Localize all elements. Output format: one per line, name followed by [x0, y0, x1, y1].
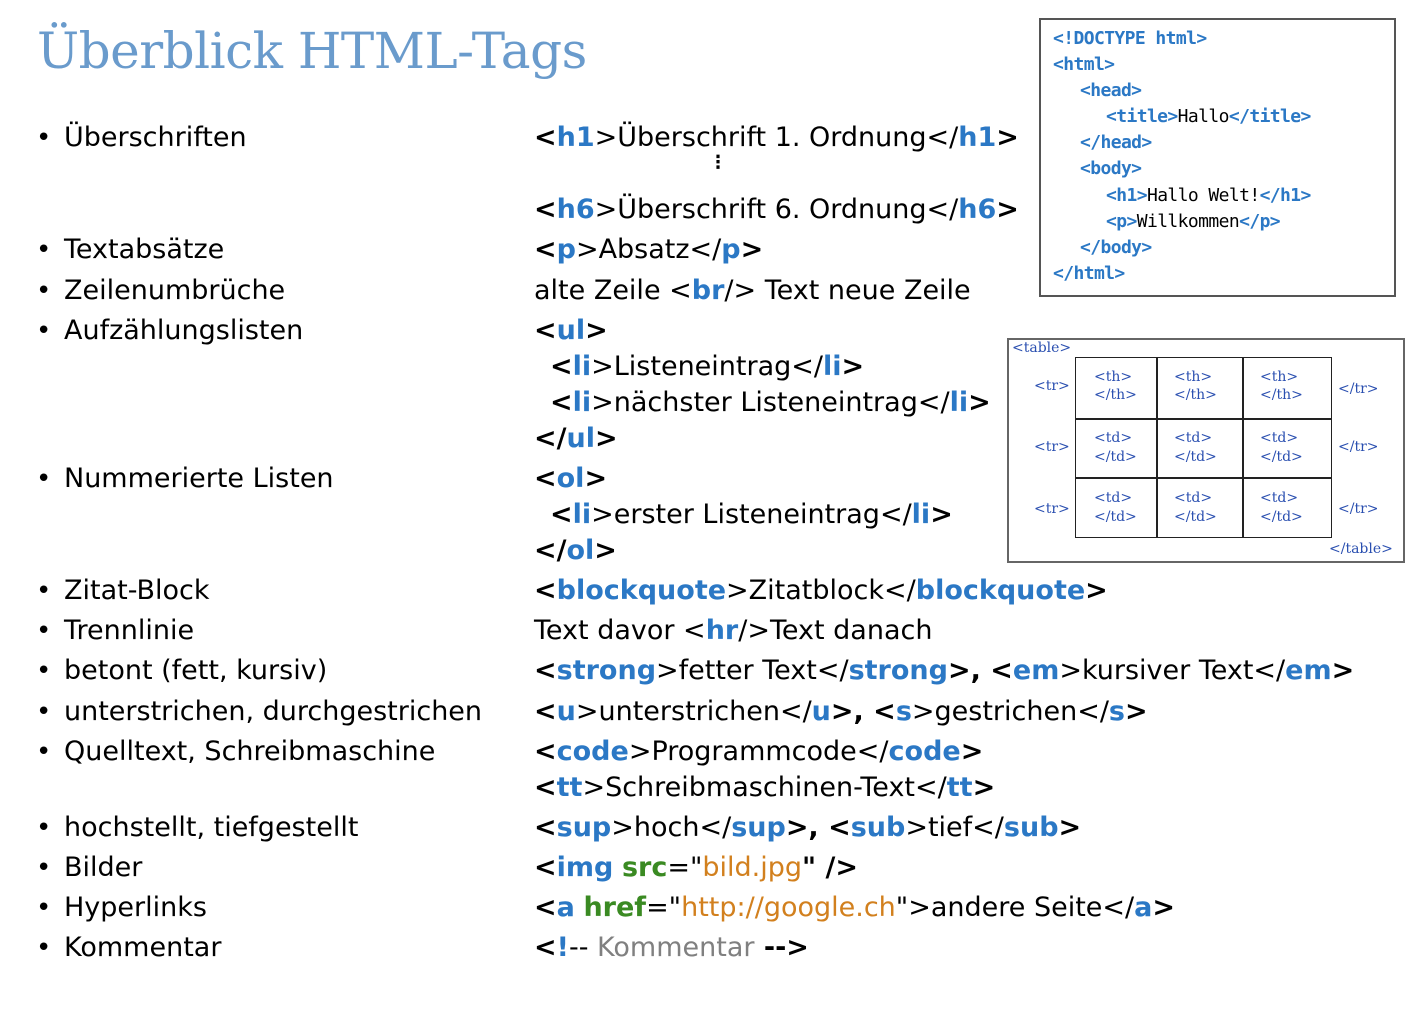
bullet: •	[36, 123, 52, 153]
bullet: •	[36, 235, 52, 265]
label-emphasis: betont (fett, kursiv)	[64, 655, 328, 686]
th-close-label: </th>	[1260, 387, 1303, 403]
label-paragraphs: Textabsätze	[64, 234, 225, 265]
td-open-label: <td>	[1260, 490, 1299, 506]
page-title: Überblick HTML-Tags	[37, 22, 587, 80]
td-close-label: </td>	[1260, 449, 1303, 465]
code-tt: <tt>Schreibmaschinen-Text</tt>	[534, 772, 996, 803]
bullet: •	[36, 276, 52, 306]
label-headings: Überschriften	[64, 122, 247, 153]
th-close-label: </th>	[1174, 387, 1217, 403]
html-close-line: </html>	[1053, 263, 1125, 284]
table-grid	[1075, 357, 1332, 538]
bullet: •	[36, 656, 52, 686]
code-code: <code>Programmcode</code>	[534, 736, 984, 767]
td-close-label: </td>	[1174, 509, 1217, 525]
label-sup-sub: hochstellt, tiefgestellt	[64, 812, 359, 843]
bullet: •	[36, 697, 52, 727]
tr-open-label: <tr>	[1034, 439, 1070, 455]
td-open-label: <td>	[1094, 490, 1133, 506]
th-open-label: <th>	[1174, 369, 1213, 385]
grid-line	[1242, 357, 1244, 538]
td-close-label: </td>	[1174, 449, 1217, 465]
code-p: <p>Absatz</p>	[534, 234, 764, 265]
label-bullet-lists: Aufzählungslisten	[64, 315, 304, 346]
table-structure-diagram	[1007, 338, 1405, 563]
code-a-href: <a href="http://google.ch">andere Seite<…	[534, 892, 1175, 923]
th-close-label: </th>	[1094, 387, 1137, 403]
code-u-s: <u>unterstrichen</u>, <s>gestrichen</s>	[534, 696, 1148, 727]
label-divider: Trennlinie	[64, 615, 195, 646]
code-li-1: <li>Listeneintrag</li>	[550, 351, 865, 382]
code-ul-open: <ul>	[534, 315, 608, 346]
label-numbered-lists: Nummerierte Listen	[64, 463, 334, 494]
bullet: •	[36, 316, 52, 346]
bullet: •	[36, 576, 52, 606]
table-open-label: <table>	[1012, 340, 1072, 356]
table-close-label: </table>	[1329, 541, 1393, 557]
label-images: Bilder	[64, 852, 143, 883]
th-open-label: <th>	[1094, 369, 1133, 385]
body-close-line: </body>	[1080, 237, 1152, 258]
code-ul-close: </ul>	[534, 423, 618, 454]
grid-line	[1075, 477, 1332, 479]
head-close-line: </head>	[1080, 132, 1152, 153]
code-sup-sub: <sup>hoch</sup>, <sub>tief</sub>	[534, 812, 1082, 843]
vertical-ellipsis: ⋮	[709, 152, 727, 173]
bullet: •	[36, 616, 52, 646]
label-underline-strike: unterstrichen, durchgestrichen	[64, 696, 483, 727]
bullet: •	[36, 933, 52, 963]
grid-line	[1156, 357, 1158, 538]
code-ol-close: </ol>	[534, 535, 617, 566]
code-ol-li: <li>erster Listeneintrag</li>	[550, 499, 953, 530]
label-source-typewriter: Quelltext, Schreibmaschine	[64, 736, 436, 767]
td-open-label: <td>	[1174, 490, 1213, 506]
tr-close-label: </tr>	[1338, 501, 1379, 517]
code-ol-open: <ol>	[534, 463, 608, 494]
p-line: <p>Willkommen</p>	[1106, 211, 1281, 232]
tr-close-label: </tr>	[1338, 381, 1379, 397]
tr-open-label: <tr>	[1034, 378, 1070, 394]
td-close-label: </td>	[1094, 449, 1137, 465]
label-line-breaks: Zeilenumbrüche	[64, 275, 286, 306]
bullet: •	[36, 813, 52, 843]
td-open-label: <td>	[1260, 430, 1299, 446]
html-open-line: <html>	[1053, 54, 1115, 75]
label-quote-block: Zitat-Block	[64, 575, 210, 606]
h1-line: <h1>Hallo Welt!</h1>	[1106, 185, 1311, 206]
code-h1: <h1>Überschrift 1. Ordnung</h1>	[534, 122, 1019, 153]
bullet: •	[36, 893, 52, 923]
td-close-label: </td>	[1094, 509, 1137, 525]
td-open-label: <td>	[1174, 430, 1213, 446]
bullet: •	[36, 737, 52, 767]
doctype-line: <!DOCTYPE html>	[1053, 28, 1207, 49]
bullet: •	[36, 464, 52, 494]
code-comment: <!-- Kommentar -->	[534, 932, 809, 963]
tr-close-label: </tr>	[1338, 439, 1379, 455]
code-br: alte Zeile <br/> Text neue Zeile	[534, 275, 971, 306]
label-hyperlinks: Hyperlinks	[64, 892, 207, 923]
grid-line	[1075, 418, 1332, 420]
code-hr: Text davor <hr/>Text danach	[534, 615, 933, 646]
bullet: •	[36, 853, 52, 883]
code-img: <img src="bild.jpg" />	[534, 852, 858, 883]
td-open-label: <td>	[1094, 430, 1133, 446]
th-open-label: <th>	[1260, 369, 1299, 385]
tr-open-label: <tr>	[1034, 501, 1070, 517]
title-line: <title>Hallo</title>	[1106, 106, 1311, 127]
label-comment: Kommentar	[64, 932, 222, 963]
html-document-example	[1039, 18, 1396, 297]
code-h6: <h6>Überschrift 6. Ordnung</h6>	[534, 194, 1019, 225]
code-li-2: <li>nächster Listeneintrag</li>	[550, 387, 991, 418]
head-open-line: <head>	[1080, 80, 1142, 101]
body-open-line: <body>	[1080, 158, 1142, 179]
code-strong-em: <strong>fetter Text</strong>, <em>kursiv…	[534, 655, 1355, 686]
code-blockquote: <blockquote>Zitatblock</blockquote>	[534, 575, 1108, 606]
td-close-label: </td>	[1260, 509, 1303, 525]
